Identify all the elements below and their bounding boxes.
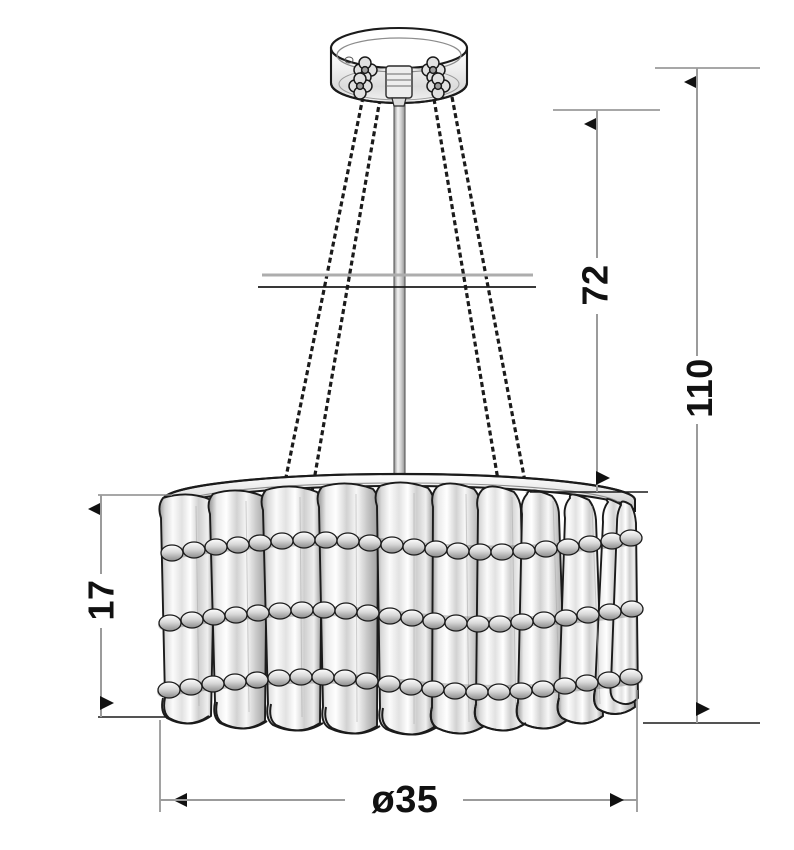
shade-bottom-scallop: [161, 689, 636, 736]
glass-panel-shade: [157, 472, 644, 736]
dimension-label-total-height: 110: [662, 350, 738, 426]
dimension-value-d35: ø35: [371, 779, 439, 821]
dimension-label-shade-height: 17: [72, 570, 132, 630]
crystal-bead-row-2: [158, 600, 644, 633]
dimension-label-shade-diameter: ø35: [345, 778, 465, 822]
dimension-label-suspension-height: 72: [566, 255, 626, 315]
label-17-backdrop: [84, 574, 120, 628]
crystal-bead-row-1: [160, 529, 643, 562]
crystal-bead-row-3: [157, 668, 643, 701]
d35-label-backdrop: [345, 780, 463, 820]
dimension-value-72: 72: [574, 264, 616, 306]
dimension-value-17: 17: [80, 579, 122, 621]
ceiling-reference-line: [258, 273, 536, 288]
label-72-backdrop: [578, 258, 616, 314]
dimension-value-110: 110: [678, 358, 720, 418]
suspension-cables: [281, 96, 529, 493]
center-support-rod: [393, 91, 406, 497]
light-fixture: [157, 26, 644, 736]
label-110-backdrop: [678, 356, 716, 424]
ceiling-canopy: [329, 26, 469, 107]
dimension-shade-diameter: [159, 690, 638, 820]
lamp-socket: [385, 65, 413, 107]
canopy-crystal-ornaments: [348, 56, 451, 100]
